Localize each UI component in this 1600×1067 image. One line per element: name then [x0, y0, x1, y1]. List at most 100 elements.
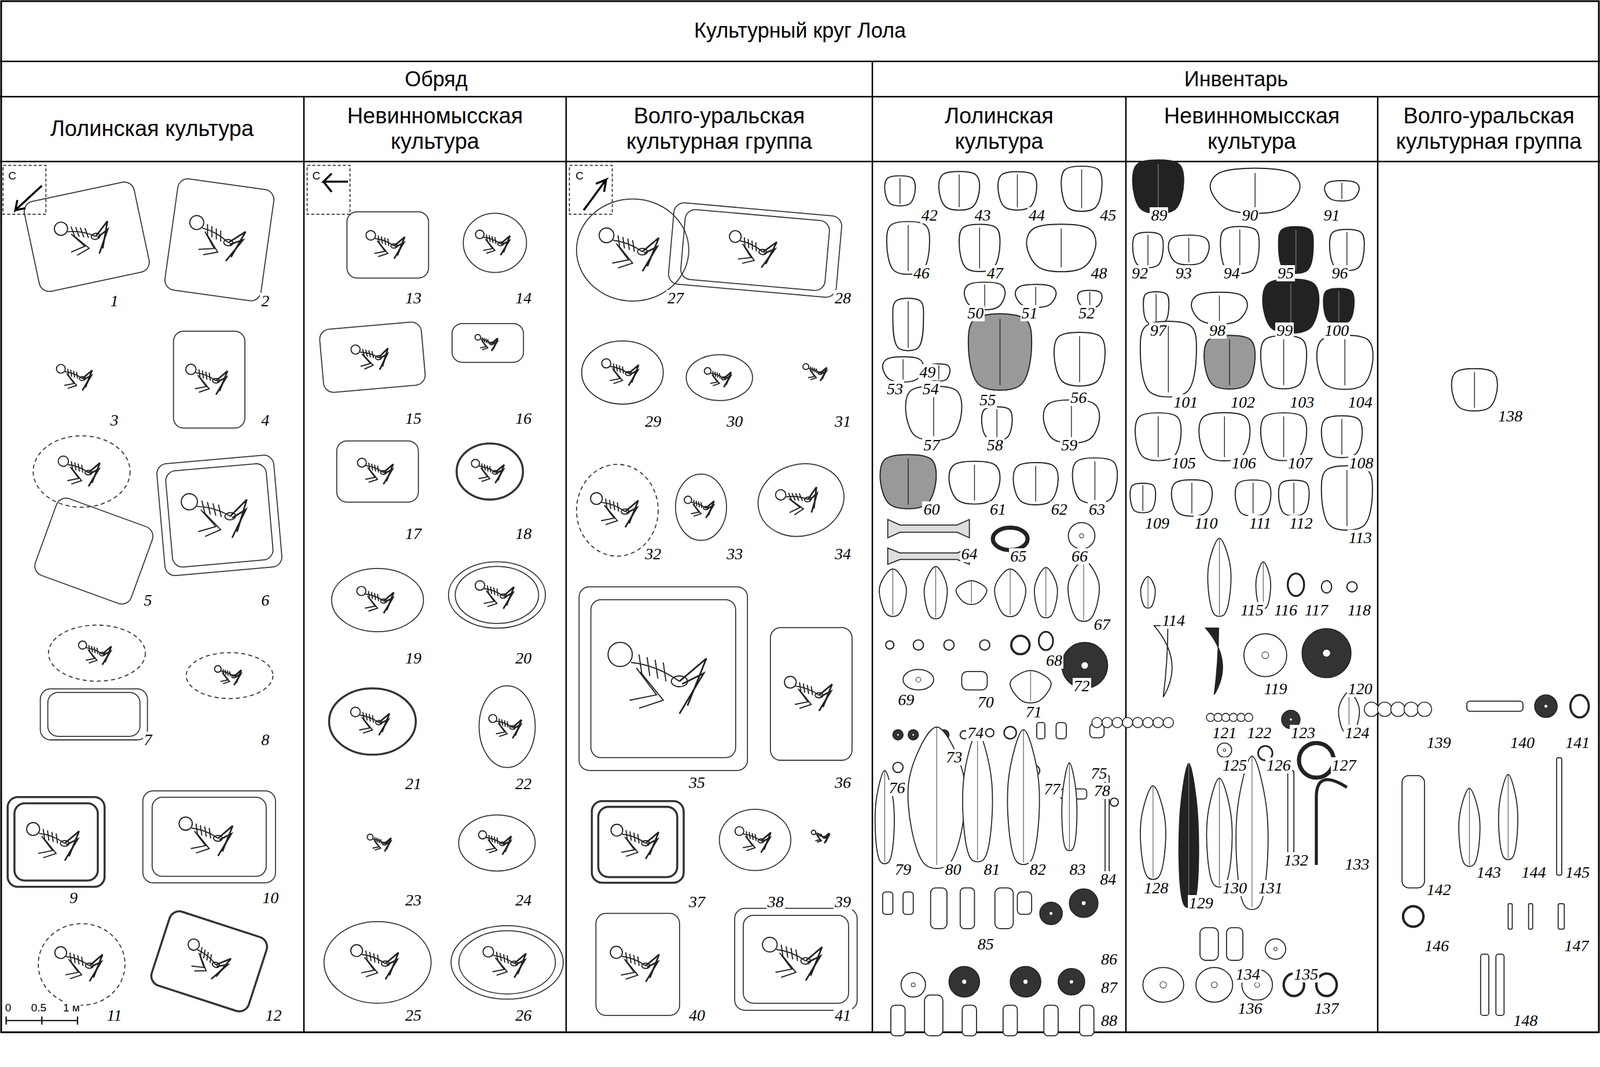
drawing-part [1223, 749, 1226, 752]
drawing-part [908, 729, 919, 740]
drawing-part [225, 237, 243, 263]
vessel [892, 298, 924, 351]
vessel [1013, 462, 1059, 505]
drawing-part [1171, 479, 1213, 517]
vessel [1323, 288, 1354, 324]
drawing-part [1068, 522, 1096, 550]
artifact [1017, 892, 1032, 915]
drawing-part [1473, 372, 1475, 409]
culture-header-cell: Волго-уральская культурная группа [1377, 96, 1600, 162]
drawing-part [1254, 173, 1255, 209]
drawing-part [817, 832, 820, 837]
artifact [1243, 633, 1287, 677]
drawing-part [76, 371, 78, 379]
north-arrow [2, 165, 46, 215]
skeleton [610, 824, 659, 860]
drawing-part [1417, 702, 1432, 717]
culture-header-cell: Лолинская культура [872, 96, 1126, 162]
artifact [913, 639, 924, 651]
drawing-part [819, 691, 831, 711]
drawing-part [1188, 237, 1190, 263]
callout-number: 69 [896, 691, 916, 708]
drawing-part [609, 499, 611, 509]
drawing-part [1069, 979, 1074, 984]
pit-outline [667, 202, 843, 299]
artifact [1217, 742, 1232, 758]
drawing-part [70, 960, 82, 979]
drawing-part [1321, 580, 1332, 593]
drawing-part [705, 505, 714, 518]
pit-outline [578, 586, 748, 771]
drawing-part [625, 960, 638, 979]
grave-plan [156, 454, 284, 577]
callout-number: 70 [976, 694, 996, 711]
artifact [890, 1004, 906, 1036]
drawing-part [610, 946, 623, 959]
drawing-part [1204, 335, 1255, 390]
drawing-part [790, 947, 793, 960]
drawing-part [1153, 717, 1164, 728]
drawing-part [365, 349, 368, 357]
drawing-part [483, 338, 485, 343]
drawing-part [357, 458, 367, 468]
vessel [1260, 412, 1307, 461]
drawing-part [719, 373, 721, 379]
drawing-part [1140, 321, 1197, 398]
callout-number: 26 [514, 1007, 533, 1024]
title-cell: Культурный круг Лола [0, 0, 1600, 62]
drawing-part [486, 465, 488, 472]
drawing-part [67, 231, 86, 252]
drawing-part [962, 979, 967, 985]
drawing-part [907, 458, 909, 505]
drawing-part [378, 719, 388, 736]
drawing-part [761, 248, 775, 269]
drawing-part [618, 235, 620, 247]
vessel [1168, 235, 1210, 265]
drawing-part [38, 835, 53, 854]
drawing-part [1480, 953, 1489, 1016]
callout-number: 77 [1042, 780, 1062, 798]
drawing-part [1010, 670, 1052, 703]
drawing-part [742, 245, 756, 264]
artifact [930, 887, 948, 930]
callout-number: 42 [920, 207, 939, 224]
callout-number: 120 [1347, 680, 1374, 697]
drawing-part [1049, 911, 1053, 916]
drawing-part [359, 353, 371, 366]
artifact [879, 569, 907, 617]
drawing-part [887, 548, 970, 565]
callout-number: 19 [404, 650, 423, 667]
drawing-part [1346, 470, 1348, 527]
drawing-part [214, 228, 218, 240]
drawing-part [625, 507, 637, 528]
pit-outline [38, 923, 126, 1005]
drawing-part [94, 229, 113, 254]
callout-number: 44 [1027, 207, 1047, 224]
drawing-part [583, 179, 607, 211]
drawing-part [879, 569, 907, 617]
drawing-part [491, 341, 498, 351]
callout-number: 59 [1059, 437, 1079, 454]
callout-number: 84 [1098, 871, 1118, 888]
artifact [1140, 576, 1155, 608]
drawing-part [1195, 967, 1233, 1003]
artifact [1011, 635, 1030, 655]
drawing-part [616, 364, 618, 372]
drawing-part [369, 951, 372, 961]
drawing-part [65, 959, 79, 975]
drawing-part [1298, 742, 1334, 778]
grid-line [565, 96, 568, 1033]
grave-plan [31, 494, 156, 607]
drawing-part [514, 959, 525, 978]
pit-outline [685, 354, 753, 401]
drawing-part [911, 982, 916, 987]
skeleton [475, 334, 498, 351]
grave-plan [452, 323, 524, 363]
skeleton [475, 580, 515, 609]
callout-number: 66 [1070, 548, 1089, 565]
artifact [1069, 888, 1098, 917]
callout-number: 76 [887, 779, 906, 796]
drawing-part [373, 952, 375, 963]
north-arrow [569, 165, 613, 215]
drawing-part [371, 463, 373, 471]
